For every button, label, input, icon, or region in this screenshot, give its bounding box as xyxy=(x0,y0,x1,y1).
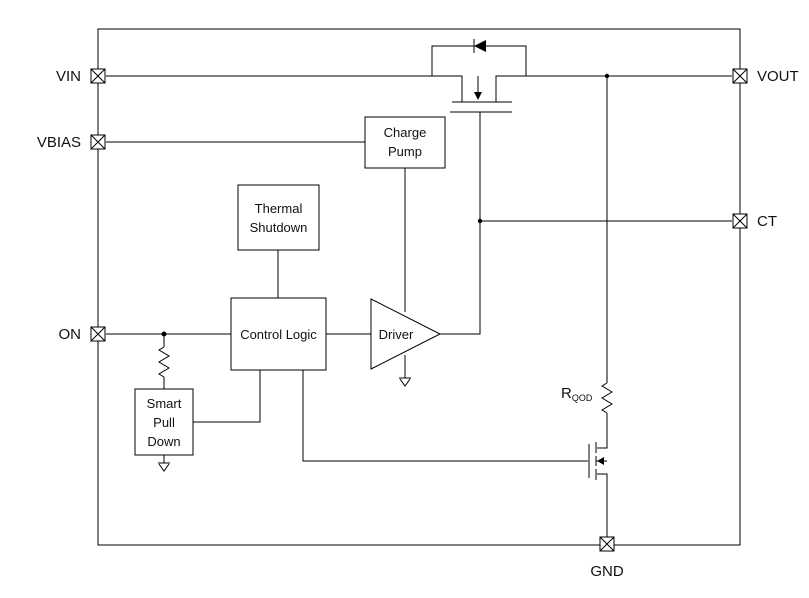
rqod-label: RQOD xyxy=(561,385,593,403)
driver-ground-icon xyxy=(399,377,411,387)
vbias-pin-label: VBIAS xyxy=(37,134,81,151)
vin-pin-label: VIN xyxy=(56,68,81,85)
smart-pull-down-block: Smart Pull Down xyxy=(134,388,194,456)
thermal-shutdown-block: Thermal Shutdown xyxy=(237,184,320,251)
qod-fet xyxy=(588,442,607,480)
source-to-gnd-wire xyxy=(597,473,608,537)
rqod-to-drain-wire xyxy=(597,413,608,449)
driver-label: Driver xyxy=(379,327,414,342)
control-logic-block: Control Logic xyxy=(230,297,327,371)
smart-pull-down-label-1: Smart xyxy=(147,396,182,411)
junction-ct xyxy=(477,218,483,224)
pulldown-ground-icon xyxy=(158,462,170,472)
charge-pump-block: Charge Pump xyxy=(364,116,446,169)
vout-pin-label: VOUT xyxy=(757,68,799,85)
smart-pull-down-label-3: Down xyxy=(147,434,180,449)
junction-on xyxy=(161,331,167,337)
on-pin-label: ON xyxy=(59,326,82,343)
junction-vout xyxy=(604,73,610,79)
thermal-shutdown-label-2: Shutdown xyxy=(250,220,308,235)
vbias-pin-icon xyxy=(90,134,106,150)
vin-pin-icon xyxy=(90,68,106,84)
rqod-resistor xyxy=(601,382,613,414)
on-pin-icon xyxy=(90,326,106,342)
ct-pin-icon xyxy=(732,213,748,229)
smart-pull-down-label-2: Pull xyxy=(153,415,175,430)
driver-block: Driver xyxy=(370,298,442,370)
charge-pump-label-2: Pump xyxy=(388,144,422,159)
pulldown-resistor xyxy=(158,346,170,378)
gnd-pin-icon xyxy=(599,536,615,552)
vout-pin-icon xyxy=(732,68,748,84)
ct-pin-label: CT xyxy=(757,213,777,230)
pass-fet xyxy=(431,39,527,113)
control-to-qod-gate-wire xyxy=(302,370,588,462)
thermal-shutdown-label-1: Thermal xyxy=(255,201,303,216)
control-to-pulldown-wire xyxy=(193,370,261,423)
charge-pump-label-1: Charge xyxy=(384,125,427,140)
driver-to-gate-wire xyxy=(440,112,481,335)
gnd-pin-label: GND xyxy=(590,563,624,580)
ic-outline xyxy=(97,28,741,546)
control-logic-label: Control Logic xyxy=(240,327,317,342)
